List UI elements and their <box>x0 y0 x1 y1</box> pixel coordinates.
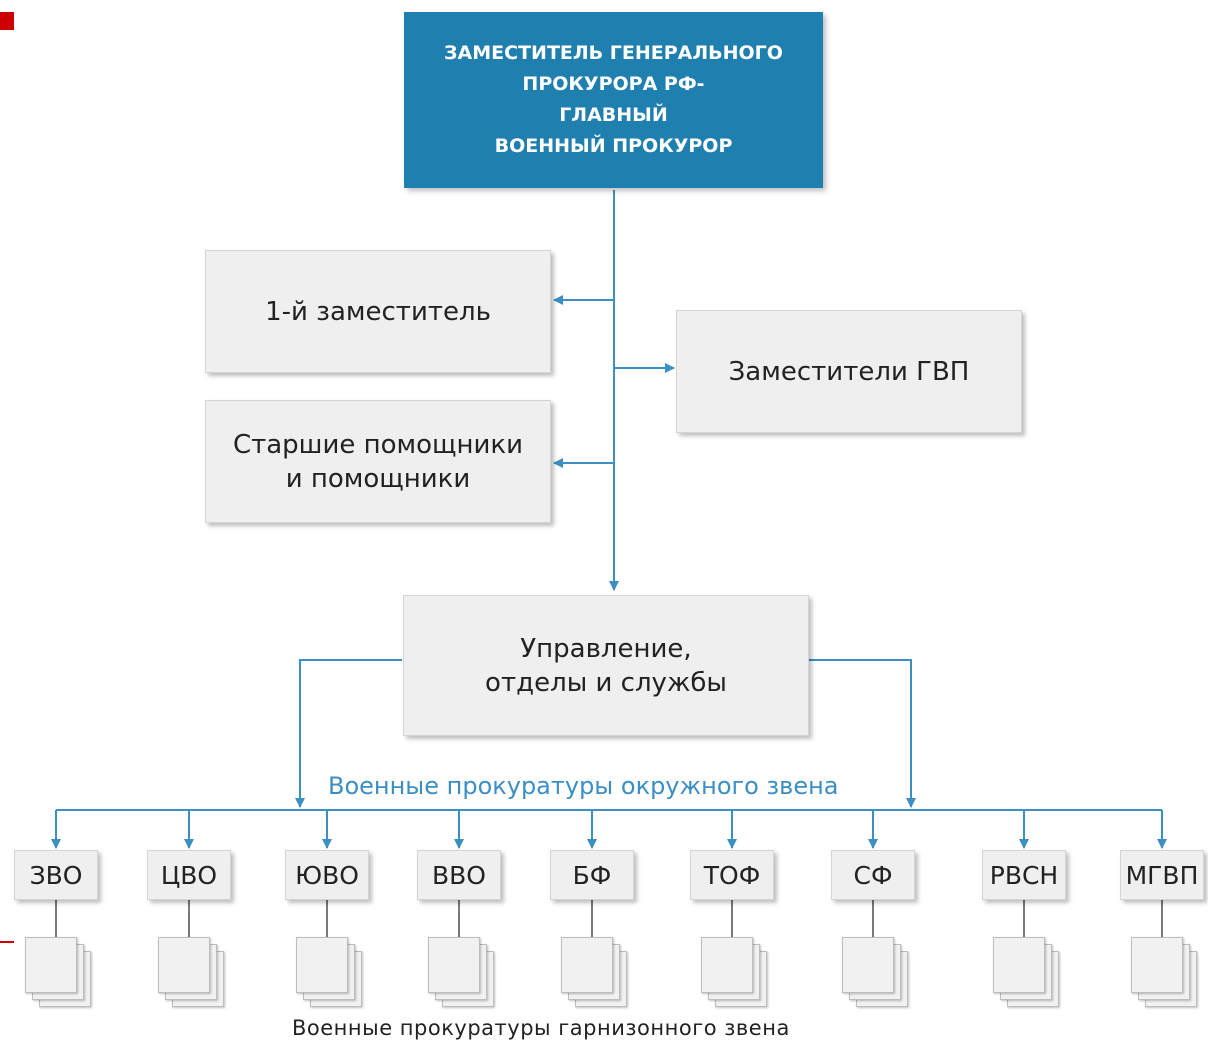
margin-line <box>0 941 14 943</box>
unit-box-bf: БФ <box>550 850 634 900</box>
assistants-line-1: Старшие помощники <box>232 429 524 460</box>
chief-prosecutor-box: ЗАМЕСТИТЕЛЬ ГЕНЕРАЛЬНОГО ПРОКУРОРА РФ- Г… <box>404 12 823 188</box>
first-deputy-label: 1-й заместитель <box>265 296 491 327</box>
unit-box-rvsn: РВСН <box>982 850 1066 900</box>
garrison-stack <box>296 937 362 1009</box>
head-line-2: ПРОКУРОРА РФ- <box>522 73 705 95</box>
head-line-4: ВОЕННЫЙ ПРОКУРОР <box>494 135 733 157</box>
corner-accent <box>0 12 14 30</box>
head-line-1: ЗАМЕСТИТЕЛЬ ГЕНЕРАЛЬНОГО <box>444 42 783 64</box>
unit-label: ТОФ <box>703 860 761 890</box>
garrison-stack <box>842 937 908 1009</box>
unit-box-tsvo: ЦВО <box>147 850 231 900</box>
garrison-level-label: Военные прокуратуры гарнизонного звена <box>292 1016 790 1040</box>
head-line-3: ГЛАВНЫЙ <box>559 104 668 126</box>
garrison-stack <box>428 937 494 1009</box>
directorate-line-2: отделы и службы <box>485 667 727 698</box>
unit-box-yuvo: ЮВО <box>285 850 369 900</box>
unit-label: ЦВО <box>160 860 218 890</box>
assistants-box: Старшие помощники и помощники <box>205 400 551 523</box>
unit-label: БФ <box>572 860 612 890</box>
unit-label: РВСН <box>989 860 1059 890</box>
unit-box-vvo: ВВО <box>417 850 501 900</box>
garrison-stack <box>158 937 224 1009</box>
unit-label: ЗВО <box>29 860 83 890</box>
unit-box-zvo: ЗВО <box>14 850 98 900</box>
unit-box-sf: СФ <box>831 850 915 900</box>
directorate-box: Управление, отделы и службы <box>403 595 809 736</box>
unit-label: ЮВО <box>295 860 359 890</box>
garrison-stack <box>561 937 627 1009</box>
unit-label: ВВО <box>432 860 486 890</box>
garrison-stack <box>1131 937 1197 1009</box>
unit-box-tof: ТОФ <box>690 850 774 900</box>
directorate-line-1: Управление, <box>520 633 692 664</box>
unit-label: СФ <box>853 860 893 890</box>
district-level-label: Военные прокуратуры окружного звена <box>328 772 839 800</box>
garrison-stack <box>701 937 767 1009</box>
assistants-line-2: и помощники <box>285 463 471 494</box>
garrison-stack <box>25 937 91 1009</box>
unit-box-mgvp: МГВП <box>1120 850 1204 900</box>
first-deputy-box: 1-й заместитель <box>205 250 551 373</box>
garrison-stack <box>993 937 1059 1009</box>
unit-label: МГВП <box>1125 860 1199 890</box>
gvp-deputies-box: Заместители ГВП <box>676 310 1022 433</box>
gvp-deputies-label: Заместители ГВП <box>728 356 970 387</box>
